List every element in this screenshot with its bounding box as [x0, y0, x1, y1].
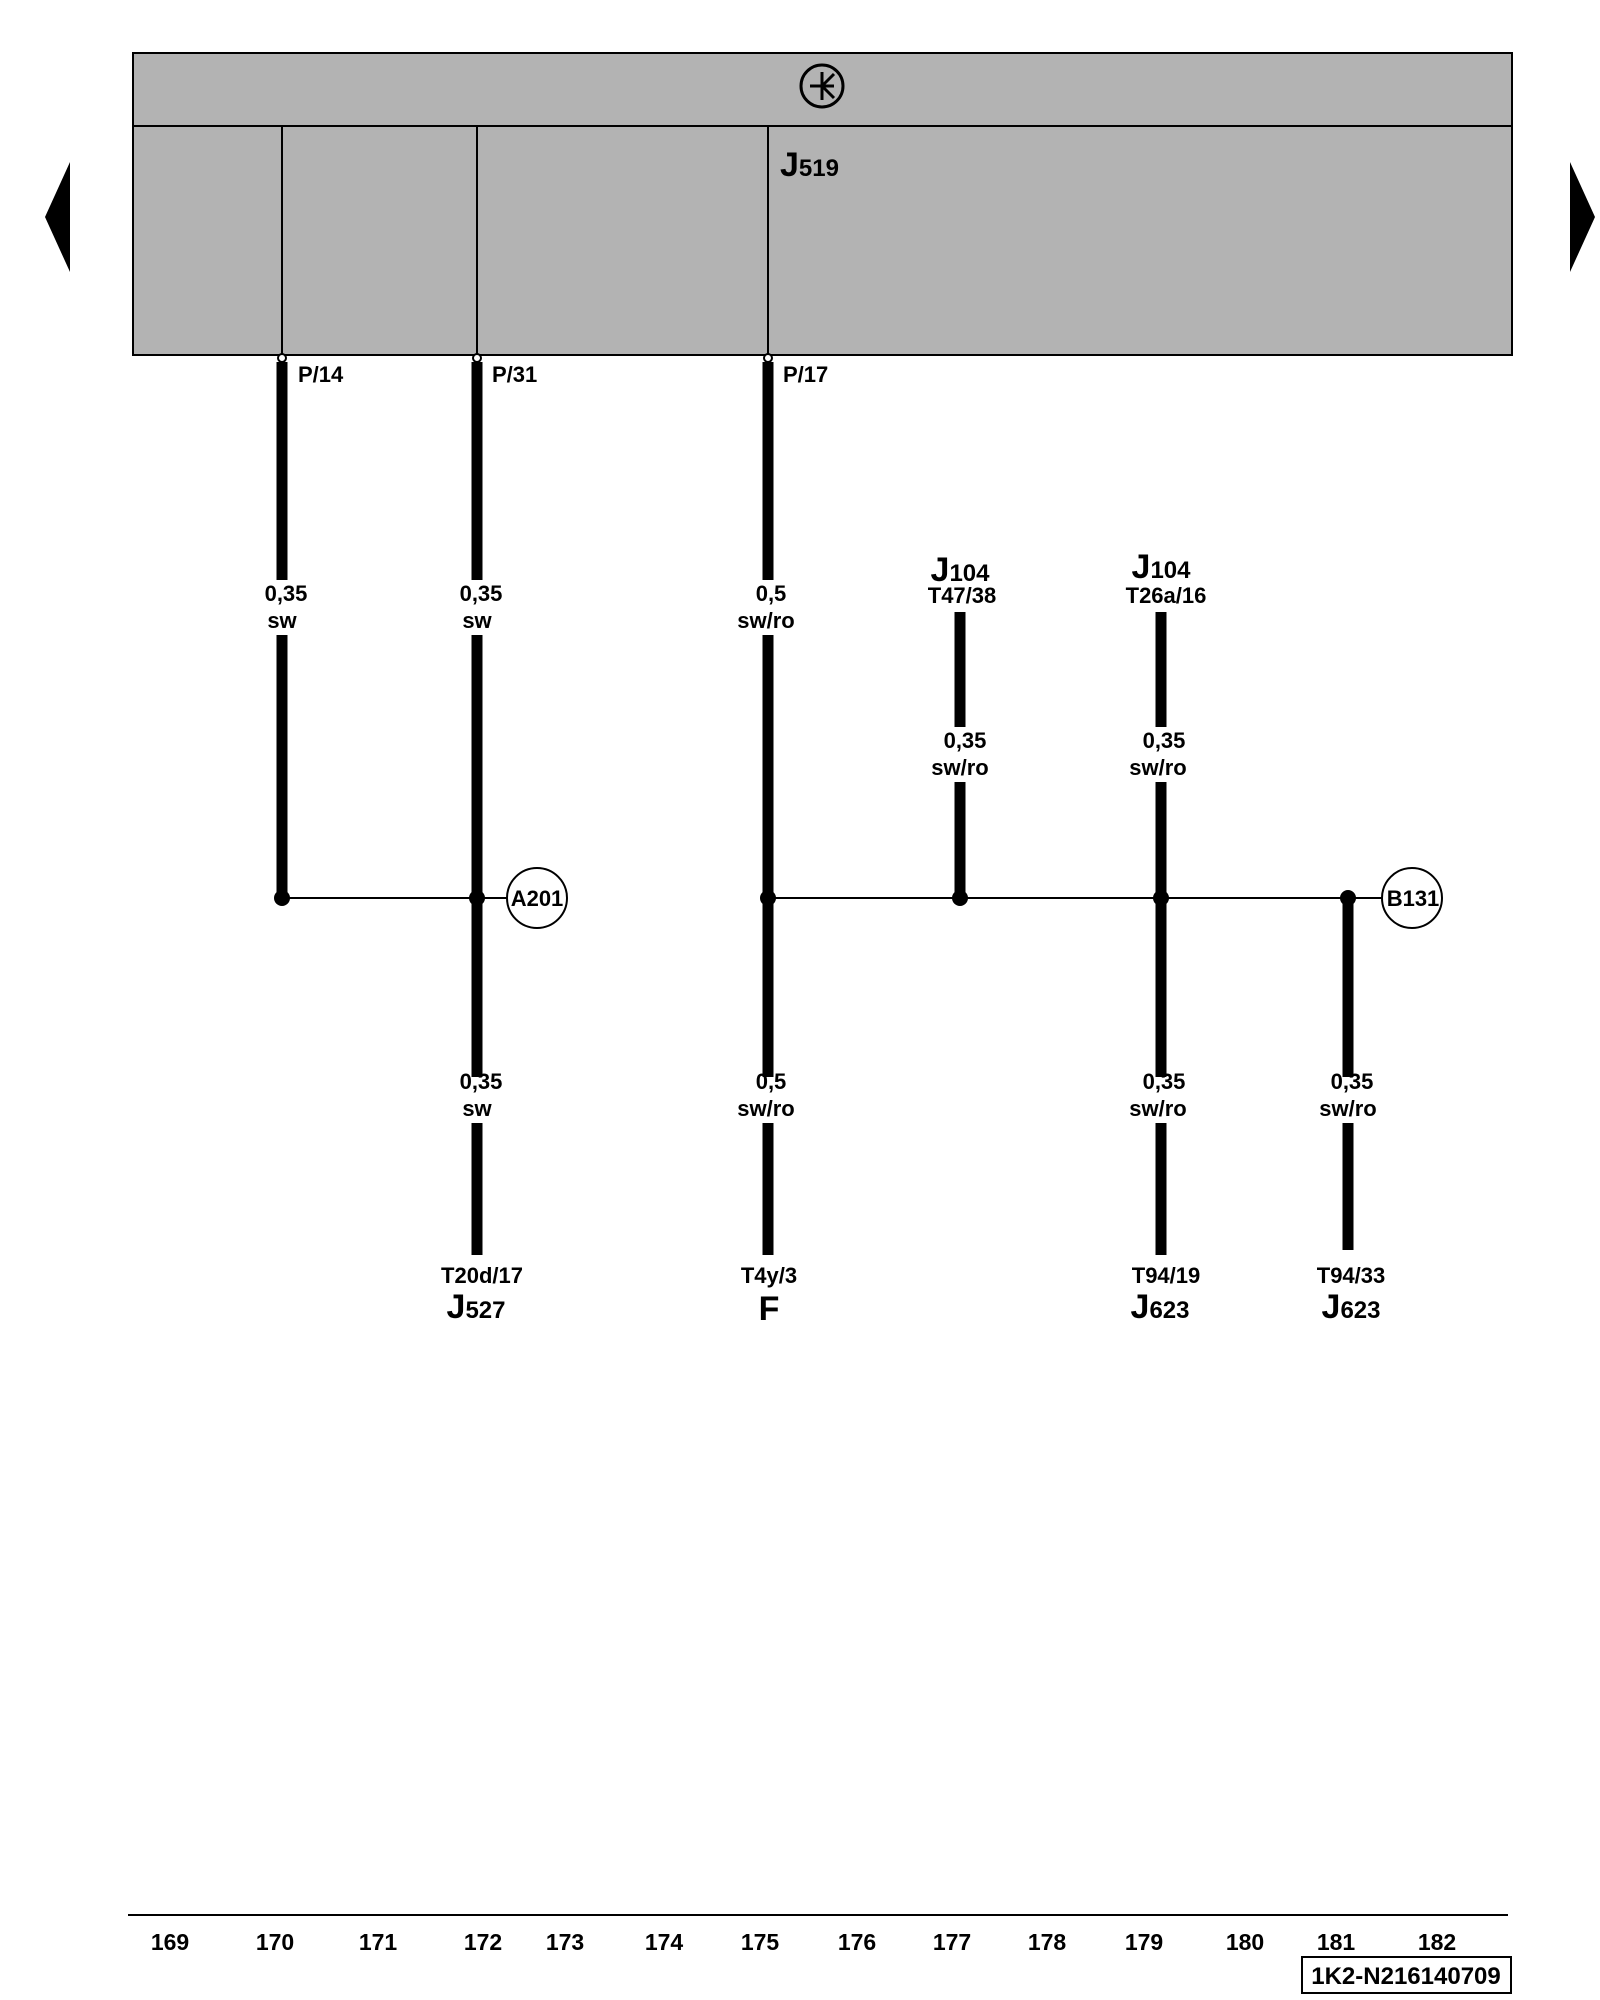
next-page-arrow-icon[interactable]	[1570, 162, 1595, 272]
wire-size-label: 0,35	[1331, 1069, 1374, 1094]
connector-pin-label: T20d/17	[441, 1263, 523, 1288]
column-number: 173	[546, 1929, 584, 1955]
component-label: J104	[931, 551, 991, 589]
wire-size-label: 0,35	[265, 581, 308, 606]
component-label: J104	[1132, 548, 1192, 586]
column-numbers: 169 170 171 172 173 174 175 176 177 178 179 180 181 1…	[151, 1929, 1456, 1955]
component-label: J527	[447, 1288, 506, 1326]
wire-size-label: 0,35	[460, 581, 503, 606]
connector-pin-label: T94/33	[1317, 1263, 1386, 1288]
junction-dot	[1153, 890, 1169, 906]
wire-color-label: sw	[267, 608, 297, 633]
wire-size-label: 0,35	[944, 728, 987, 753]
column-number: 170	[256, 1929, 294, 1955]
junction-dot	[1340, 890, 1356, 906]
component-label: J623	[1131, 1288, 1190, 1326]
wire-color-label: sw	[462, 1096, 492, 1121]
column-number: 172	[464, 1929, 502, 1955]
wire-size-label: 0,35	[1143, 728, 1186, 753]
splice-a-circle	[506, 867, 568, 929]
wire-size-label: 0,5	[756, 1069, 787, 1094]
column-number: 179	[1125, 1929, 1163, 1955]
column-number: 169	[151, 1929, 189, 1955]
column-number: 174	[645, 1929, 684, 1955]
splice-a-label: A201	[511, 886, 564, 911]
splice-b-label: B131	[1387, 886, 1440, 911]
pin-connector	[472, 353, 482, 363]
control-unit-box	[132, 52, 1513, 356]
document-id: 1K2-N216140709	[1311, 1963, 1500, 1990]
wire-size-label: 0,35	[460, 1069, 503, 1094]
connector-pin-label: T26a/16	[1126, 583, 1207, 608]
wire-color-label: sw/ro	[931, 755, 988, 780]
transistor-icon	[799, 63, 845, 109]
junction-dot	[274, 890, 290, 906]
column-number: 176	[838, 1929, 876, 1955]
junction-dot	[469, 890, 485, 906]
pin-connector	[763, 353, 773, 363]
wire-color-label: sw	[462, 608, 492, 633]
column-number: 177	[933, 1929, 971, 1955]
splice-b-circle	[1381, 867, 1443, 929]
connector-pin-label: T47/38	[928, 583, 997, 608]
junction-dot	[760, 890, 776, 906]
control-unit-label: J519	[780, 146, 839, 184]
column-number: 171	[359, 1929, 398, 1955]
component-label: F	[759, 1290, 780, 1328]
pin-label: P/31	[492, 362, 537, 387]
pin-label: P/17	[783, 362, 828, 387]
wire-color-label: sw/ro	[1319, 1096, 1376, 1121]
wire-size-label: 0,5	[756, 581, 787, 606]
wire-size-label: 0,35	[1143, 1069, 1186, 1094]
wire-color-label: sw/ro	[737, 1096, 794, 1121]
previous-page-arrow-icon[interactable]	[45, 162, 70, 272]
component-label: J623	[1322, 1288, 1381, 1326]
column-number: 178	[1028, 1929, 1067, 1955]
pin-connector	[277, 353, 287, 363]
column-number: 182	[1418, 1929, 1456, 1955]
wire-color-label: sw/ro	[1129, 755, 1186, 780]
connector-pin-label: T4y/3	[741, 1263, 797, 1288]
column-number: 181	[1317, 1929, 1356, 1955]
wire-color-label: sw/ro	[1129, 1096, 1186, 1121]
connector-pin-label: T94/19	[1132, 1263, 1201, 1288]
pin-label: P/14	[298, 362, 344, 387]
wire-color-label: sw/ro	[737, 608, 794, 633]
junction-dot	[952, 890, 968, 906]
document-id-box	[1301, 1956, 1512, 1994]
column-number: 180	[1226, 1929, 1264, 1955]
column-number: 175	[741, 1929, 780, 1955]
